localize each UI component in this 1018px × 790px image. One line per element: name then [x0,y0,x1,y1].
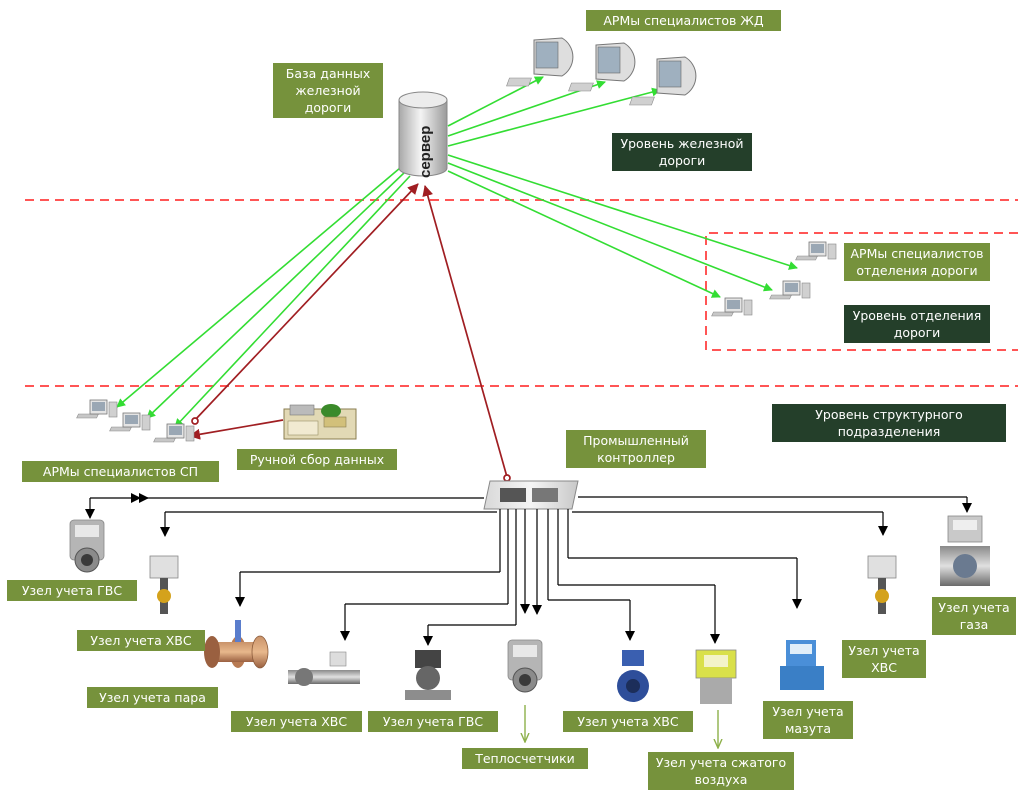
device-gas-icon [940,515,990,586]
label-node-hvs-right: Узел учета ХВС [842,640,926,678]
label-arm-sp: АРМы специалистов СП [22,461,219,482]
device-steam-icon [204,620,269,669]
device-hvs-left-icon [149,555,179,614]
label-level-railway: Уровень железной дороги [612,133,752,171]
label-node-steam: Узел учета пара [87,687,218,708]
device-gvs-left-icon [69,519,105,573]
workstation-division-1-icon [795,241,837,261]
controller-icon [483,480,579,510]
server-icon: сервер [398,91,448,178]
label-heat-meters: Теплосчетчики [462,748,588,769]
label-arm-zhd: АРМы специалистов ЖД [586,10,781,31]
workstation-zhd-3-icon [629,56,697,106]
device-hvs-right-icon [867,555,897,614]
device-hvs-3-icon [617,650,649,702]
workstation-sp-1-icon [76,399,118,419]
label-db: База данных железной дороги [273,63,383,118]
label-node-hvs-2: Узел учета ХВС [231,711,362,732]
data-links-to-server [189,183,511,482]
device-gvs-2-icon [405,650,451,700]
arm-sp-workstations [76,399,195,443]
arm-zhd-workstations [506,37,697,106]
output-arrows [525,705,718,748]
label-level-structural: Уровень структурного подразделения [772,404,1006,442]
label-node-hvs-left: Узел учета ХВС [77,630,205,651]
links-server-arm-division [447,154,798,298]
bus-lines [85,493,972,646]
workstation-division-3-icon [711,297,753,317]
workstation-zhd-1-icon [506,37,574,87]
label-level-division: Уровень отделения дороги [844,305,990,343]
workstation-zhd-2-icon [568,42,636,92]
device-mazut-icon [780,640,824,690]
links-server-arm-sp [116,167,411,428]
label-node-air: Узел учета сжатого воздуха [648,752,794,790]
label-arm-division: АРМы специалистов отделения дороги [844,243,990,281]
workstation-division-2-icon [769,280,811,300]
label-node-gvs-left: Узел учета ГВС [7,580,137,601]
label-manual: Ручной сбор данных [237,449,397,470]
label-node-gvs-2: Узел учета ГВС [368,711,498,732]
manual-terminal-icon [283,404,357,440]
workstation-sp-3-icon [153,423,195,443]
device-air-icon [695,649,737,704]
label-node-gas: Узел учета газа [932,597,1016,635]
arm-division-workstations [711,241,837,317]
device-heat-meter-icon [507,639,543,693]
label-node-hvs-3: Узел учета ХВС [563,711,693,732]
label-node-mazut: Узел учета мазута [763,701,853,739]
level-dividers [25,199,1018,387]
device-hvs-2-icon [288,651,360,686]
label-controller: Промышленный контроллер [566,430,706,468]
server-label: сервер [417,126,434,178]
